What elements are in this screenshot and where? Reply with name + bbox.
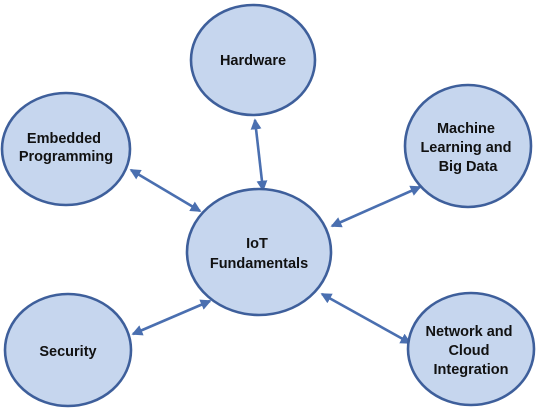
node-center-line-2: Fundamentals	[210, 256, 308, 272]
node-center-line-1: IoT	[246, 236, 268, 252]
node-network-label: Network and Cloud Integration	[425, 324, 516, 378]
connector-center-embedded	[129, 168, 202, 213]
node-ml-line-3: Big Data	[439, 159, 499, 175]
node-hardware-label: Hardware	[220, 53, 286, 69]
node-embedded-label: Embedded Programming	[19, 131, 113, 165]
node-network-line-3: Integration	[434, 362, 509, 378]
node-iot-fundamentals: IoT Fundamentals	[185, 187, 333, 317]
connector-center-security	[131, 299, 212, 336]
node-ml-line-2: Learning and	[420, 140, 511, 156]
node-network-line-2: Cloud	[448, 343, 489, 359]
node-security-label: Security	[39, 344, 96, 360]
connector-center-ml	[330, 185, 422, 228]
node-security-line-1: Security	[39, 344, 96, 360]
node-center-label: IoT Fundamentals	[210, 236, 308, 272]
node-ml-line-1: Machine	[437, 121, 495, 137]
node-security: Security	[3, 292, 133, 408]
node-embedded-line-1: Embedded	[27, 131, 101, 147]
node-hardware-line-1: Hardware	[220, 53, 286, 69]
connector-center-hardware	[250, 118, 268, 192]
node-embedded-programming: Embedded Programming	[0, 91, 132, 207]
node-embedded-line-2: Programming	[19, 149, 113, 165]
node-machine-learning-big-data: Machine Learning and Big Data	[403, 83, 533, 209]
node-network-cloud-integration: Network and Cloud Integration	[406, 291, 536, 407]
node-ml-label: Machine Learning and Big Data	[420, 121, 515, 175]
node-hardware: Hardware	[189, 3, 317, 117]
connector-center-network	[320, 292, 412, 345]
node-network-line-1: Network and	[425, 324, 512, 340]
